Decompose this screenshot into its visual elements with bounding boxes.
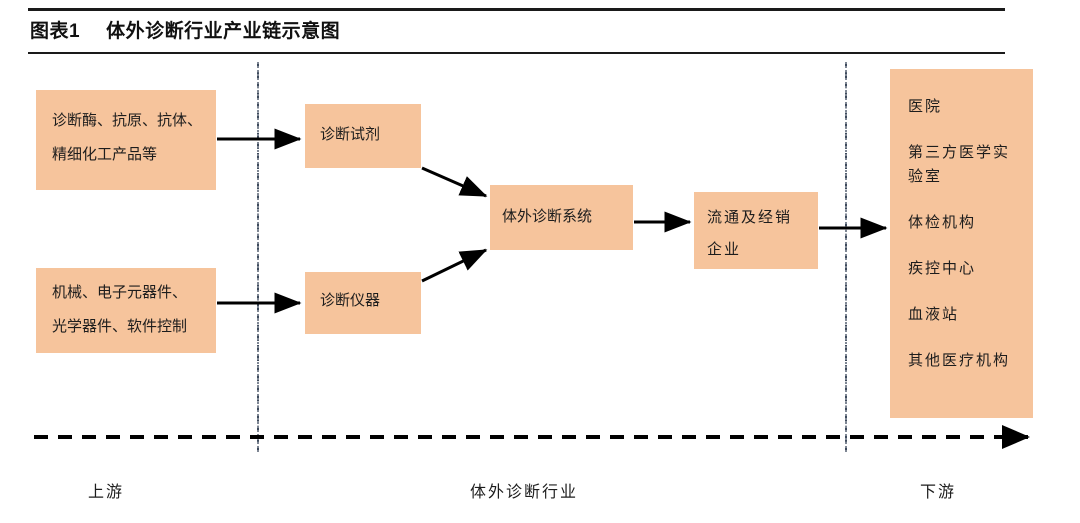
downstream-item-third-party-lab-line-2: 验室 [908,168,943,185]
box-diagnostic-instruments: 诊断仪器 [305,272,421,334]
box-components-line-1: 机械、电子元器件、 [52,284,188,301]
box-components-line-2: 光学器件、软件控制 [52,318,188,335]
page-title: 图表1 体外诊断行业产业链示意图 [30,16,340,43]
box-raw-materials-line-2: 精细化工产品等 [52,146,158,163]
figure-number: 图表1 [30,21,81,42]
box-downstream-customers: 医院 第三方医学实 验室 体检机构 疾控中心 血液站 其他医疗机构 [890,69,1033,418]
header-rule-bottom [28,52,1005,54]
box-raw-materials-line-1: 诊断酶、抗原、抗体、 [52,112,203,129]
figure-title-text: 体外诊断行业产业链示意图 [106,21,341,42]
downstream-item-blood-station: 血液站 [908,306,960,323]
downstream-item-hospital: 医院 [908,98,943,115]
downstream-item-third-party-lab-line-1: 第三方医学实 [908,144,1011,161]
segment-label-industry: 体外诊断行业 [470,484,579,501]
divider-industry-downstream [845,62,847,452]
box-ivd-system-label: 体外诊断系统 [502,208,593,225]
downstream-item-checkup-center: 体检机构 [908,214,977,231]
box-ivd-system: 体外诊断系统 [490,185,633,250]
box-distribution-line-2: 企业 [707,241,742,258]
box-diagnostic-reagents-label: 诊断试剂 [320,126,381,143]
box-diagnostic-reagents: 诊断试剂 [305,104,421,168]
box-components: 机械、电子元器件、 光学器件、软件控制 [36,268,216,353]
downstream-item-other-medical: 其他医疗机构 [908,352,1011,369]
box-distribution: 流通及经销 企业 [694,192,818,269]
arrow-instruments-to-ivd-system [421,248,488,283]
segment-label-downstream: 下游 [920,484,957,501]
box-diagnostic-instruments-label: 诊断仪器 [320,292,381,309]
divider-upstream-industry [257,62,259,452]
box-raw-materials: 诊断酶、抗原、抗体、 精细化工产品等 [36,90,216,190]
box-distribution-line-1: 流通及经销 [707,209,793,226]
header-rule-top [28,8,1005,11]
downstream-item-cdc: 疾控中心 [908,260,977,277]
segment-label-upstream: 上游 [88,484,125,501]
arrow-reagents-to-ivd-system [421,166,488,198]
